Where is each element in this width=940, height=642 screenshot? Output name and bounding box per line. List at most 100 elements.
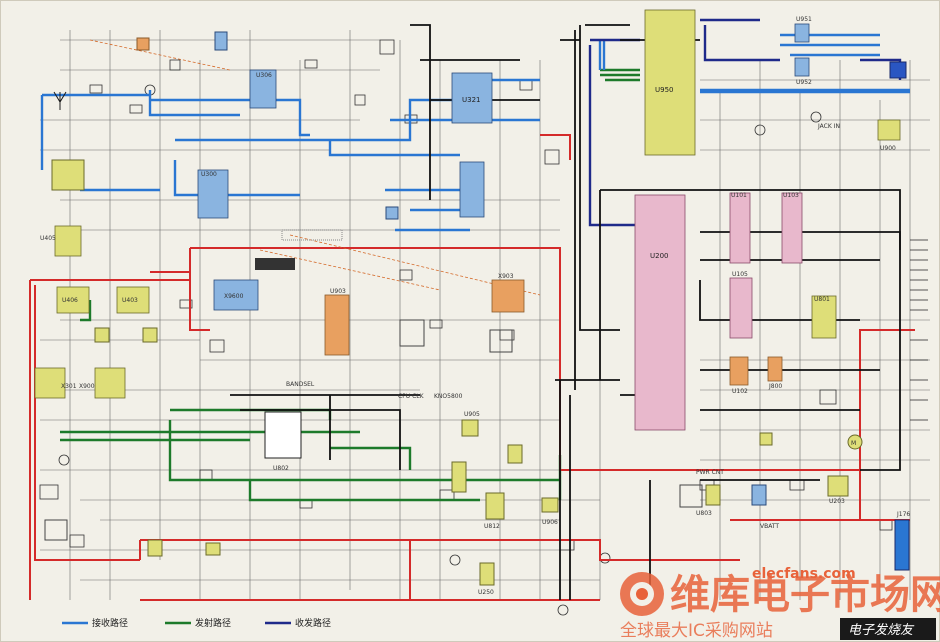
chip-u250: U250 — [478, 562, 495, 596]
watermark-brand: 维库电子市场网 — [670, 572, 940, 618]
chip-small-yellow-b — [142, 327, 158, 343]
watermark: 维库电子市场网 elecfans.com 全球最大IC采购网站 电子发烧友 — [620, 566, 940, 641]
chip-u903: U903 — [324, 288, 350, 356]
chip-x301-label: X301 — [61, 383, 77, 390]
chip-u906: U906 — [541, 497, 559, 526]
chip-small-yellow-c — [507, 444, 523, 464]
legend-label-transceive: 收发路径 — [295, 617, 331, 629]
chip-u905-label: U905 — [464, 411, 480, 418]
chip-u802: U802 — [264, 411, 302, 472]
chip-u306-label: U306 — [256, 72, 272, 79]
chip-j800-label: J800 — [768, 383, 782, 390]
chip-u400-yellow — [51, 159, 85, 191]
chip-u203-label: U203 — [829, 498, 845, 505]
watermark-slogan: 全球最大IC采购网站 — [620, 621, 773, 641]
net-label-bandsel: BANDSEL — [286, 381, 315, 388]
chip-small-yellow-e — [147, 539, 163, 557]
chip-grey-a — [399, 319, 425, 347]
chip-u300-label: U300 — [201, 171, 217, 178]
legend-label-transmit: 发射路径 — [195, 617, 231, 629]
chip-u906-label: U906 — [542, 519, 558, 526]
chip-small-orange — [136, 37, 150, 51]
chip-x900: X900 — [79, 367, 126, 399]
watermark-badge: 电子发烧友 — [848, 623, 915, 638]
chip-u802-label: U802 — [273, 465, 289, 472]
chip-u102-label: U102 — [732, 388, 748, 395]
motor-label: M — [851, 440, 856, 447]
chip-u105: U105 — [729, 271, 753, 339]
power-rails — [29, 134, 915, 601]
chip-x903-label: X903 — [498, 273, 514, 280]
chip-u250-label: U250 — [478, 589, 494, 596]
watermark-url: elecfans.com — [752, 566, 856, 582]
motor-symbol: M — [847, 434, 863, 450]
transceive-path — [588, 18, 902, 227]
chip-grey-c — [44, 519, 68, 541]
component-photo-strip — [255, 258, 295, 270]
antenna-symbol — [53, 91, 67, 110]
chip-x301: X301 — [34, 367, 77, 399]
chip-u102: U102 — [729, 356, 749, 395]
chip-u200: U200 — [634, 194, 686, 431]
chip-small-yellow-g — [759, 432, 773, 446]
chip-grey-b — [489, 329, 513, 353]
chip-u803-label: U803 — [696, 510, 712, 517]
connector-j176-label: J176 — [896, 511, 910, 518]
net-label-jack: JACK IN — [817, 123, 840, 130]
chip-u905: U905 — [461, 411, 480, 437]
chip-small-yellow-a — [94, 327, 110, 343]
chip-u321-label: U321 — [462, 96, 480, 104]
chip-u900-label: U900 — [880, 145, 896, 152]
chip-x900-label: X900 — [79, 383, 95, 390]
chip-u101: U101 — [729, 192, 751, 264]
chip-x9600: X9600 — [213, 279, 259, 311]
net-label-kno: KNO5800 — [434, 393, 463, 400]
chip-small-blue-mid — [385, 206, 399, 220]
edge-connector — [910, 239, 928, 421]
chip-u903-label: U903 — [330, 288, 346, 295]
connector-j176 — [894, 519, 910, 571]
chip-small-blue-low — [751, 484, 767, 506]
chip-small-blue-top — [214, 31, 228, 51]
chip-u801-label: U801 — [814, 296, 830, 303]
chip-u103: U103 — [781, 192, 803, 264]
chip-small-yellow-f — [205, 542, 221, 556]
chip-u952: U952 — [794, 57, 812, 86]
chip-u300: U300 — [197, 169, 229, 219]
chip-u950-label: U950 — [655, 86, 673, 94]
chip-u105-label: U105 — [732, 271, 748, 278]
chip-u306: U306 — [249, 69, 277, 109]
chip-j901 — [889, 61, 907, 79]
legend: 接收路径 发射路径 收发路径 — [62, 617, 331, 629]
chip-u951-label: U951 — [796, 16, 812, 23]
chip-u952-label: U952 — [796, 79, 812, 86]
chip-u403: U403 — [116, 286, 150, 314]
chip-u200-label: U200 — [650, 252, 668, 260]
chip-j800: J800 — [767, 356, 782, 390]
legend-label-receive: 接收路径 — [92, 617, 128, 629]
chip-u900: U900 — [877, 119, 901, 152]
chip-grey-d — [679, 484, 703, 508]
chip-filter-ic — [459, 161, 485, 218]
net-label-pwr-cnt: PWR CNT — [696, 469, 724, 476]
chip-u405: U405 — [40, 225, 82, 257]
chip-u403-label: U403 — [122, 297, 138, 304]
chip-u812-label: U812 — [484, 523, 500, 530]
chip-u812: U812 — [484, 492, 505, 530]
chip-x903: X903 — [491, 273, 525, 313]
chip-u951: U951 — [794, 16, 812, 43]
chip-x9600-label: X9600 — [224, 293, 244, 300]
watermark-logo — [620, 572, 664, 616]
chip-small-yellow-d — [451, 461, 467, 493]
chip-u801: U801 — [811, 295, 837, 339]
chip-u405-label: U405 — [40, 235, 56, 242]
chip-u203: U203 — [827, 475, 849, 505]
annotation-leaders — [89, 39, 541, 296]
chip-u803: U803 — [696, 484, 721, 517]
chip-u406: U406 — [56, 286, 90, 314]
net-label-cpu-clk: CPU CLK — [398, 393, 425, 400]
chip-u103-label: U103 — [783, 192, 799, 199]
chip-u406-label: U406 — [62, 297, 78, 304]
